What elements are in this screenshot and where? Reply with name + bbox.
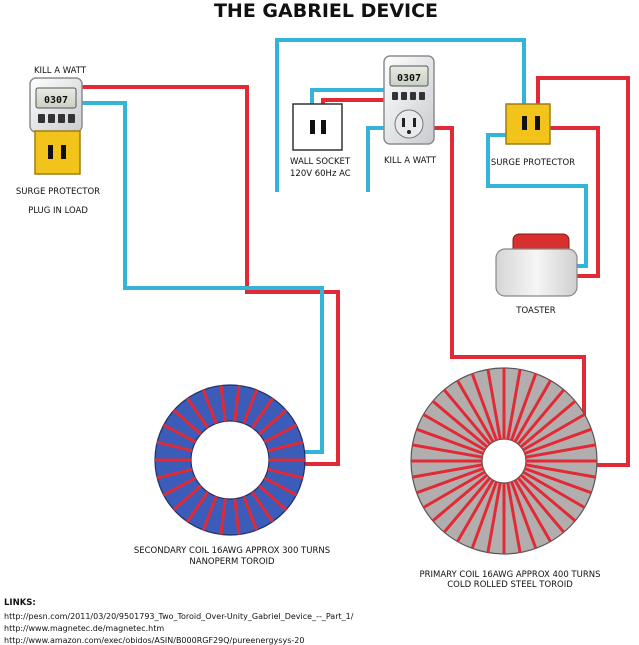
primary-coil-turns: [411, 368, 597, 554]
primary-coil-turn: [524, 427, 592, 455]
primary-toroid: [410, 367, 598, 555]
kill-a-watt-meter-center: 0307: [383, 55, 435, 145]
links-section: LINKS: http://pesn.com/2011/03/20/950179…: [4, 598, 353, 645]
wire-red-left: [80, 85, 340, 466]
secondary-coil-turn: [219, 498, 227, 535]
secondary-coil-turn: [250, 491, 274, 523]
primary-coil-turn: [443, 476, 492, 534]
secondary-coil-turn: [242, 495, 259, 531]
primary-coil-turn: [510, 481, 538, 549]
secondary-coil-turn: [263, 476, 298, 497]
primary-coil-turn: [486, 369, 502, 440]
primary-coil-turn: [412, 463, 483, 479]
secondary-coil-turn: [186, 397, 210, 429]
primary-coil-turn: [506, 369, 522, 440]
label-surge-protector-right: SURGE PROTECTOR: [491, 158, 575, 168]
meter-buttons: [38, 114, 75, 123]
primary-coil-turn: [431, 473, 489, 522]
label-plug-in-load: PLUG IN LOAD: [28, 206, 88, 216]
secondary-coil-turn: [172, 409, 202, 436]
primary-coil-turn: [431, 400, 489, 449]
secondary-coil-turn: [162, 423, 197, 444]
wire-red-primary-feed: [420, 126, 586, 445]
primary-coil-turn: [519, 473, 577, 522]
secondary-coil-turn: [233, 498, 241, 535]
label-wall-socket-voltage: 120V 60Hz AC: [290, 169, 351, 179]
primary-coil-turn: [506, 482, 522, 553]
secondary-coil-turn: [258, 484, 288, 511]
label-primary-core: COLD ROLLED STEEL TOROID: [447, 580, 573, 590]
primary-coil-turn: [416, 467, 484, 495]
wire-blue-top-loop: [275, 38, 526, 192]
page-title: THE GABRIEL DEVICE: [214, 0, 438, 22]
primary-coil-turn: [513, 379, 552, 443]
secondary-coil-turn: [250, 397, 274, 429]
primary-coil-turn: [470, 373, 498, 441]
primary-coil-turn: [456, 479, 495, 543]
primary-coil-turn: [513, 479, 552, 543]
secondary-coil-turn: [219, 385, 227, 422]
primary-coil-turn: [470, 481, 498, 549]
secondary-coil-turn: [172, 484, 202, 511]
toaster: [495, 233, 578, 297]
primary-coil-turn: [525, 463, 596, 479]
secondary-coil-turn: [242, 389, 259, 425]
secondary-coil-turn: [201, 495, 218, 531]
primary-coil-turn: [422, 470, 486, 509]
primary-coil-turn: [522, 413, 586, 452]
primary-coil-turn: [412, 443, 483, 459]
label-surge-protector-left: SURGE PROTECTOR: [16, 187, 100, 197]
secondary-coil-turn: [162, 476, 197, 497]
secondary-coil-turn: [233, 385, 241, 422]
primary-coil-turn: [524, 467, 592, 495]
secondary-coil-turn: [156, 467, 193, 480]
surge-protector-right: [505, 103, 551, 145]
secondary-coil-turn: [186, 491, 210, 523]
meter-display-center: 0307: [397, 73, 421, 84]
primary-coil-turn: [456, 379, 495, 443]
link-pesn[interactable]: http://pesn.com/2011/03/20/9501793_Two_T…: [4, 612, 354, 621]
primary-coil-turn: [516, 388, 565, 446]
secondary-coil-turn: [267, 440, 304, 453]
secondary-coil-turn: [156, 440, 193, 453]
primary-coil-turn: [486, 482, 502, 553]
primary-coil-turn: [443, 388, 492, 446]
secondary-toroid: [154, 384, 306, 536]
label-secondary-core: NANOPERM TOROID: [189, 557, 275, 567]
secondary-coil-turn: [201, 389, 218, 425]
label-kill-a-watt-left: KILL A WATT: [34, 66, 87, 76]
wire-red-right-top: [536, 76, 630, 467]
wire-blue-left: [80, 101, 324, 454]
label-primary-coil: PRIMARY COIL 16AWG APPROX 400 TURNS: [419, 570, 600, 580]
primary-coil-turn: [516, 476, 565, 534]
secondary-coil-turn: [258, 409, 288, 436]
wires: [80, 38, 630, 467]
label-kill-a-watt-center: KILL A WATT: [384, 156, 437, 166]
primary-coil-turn: [416, 427, 484, 455]
kill-a-watt-meter-left: 0307: [29, 77, 83, 133]
label-secondary-coil: SECONDARY COIL 16AWG APPROX 300 TURNS: [134, 546, 330, 556]
secondary-coil-turns: [155, 385, 305, 535]
link-amazon[interactable]: http://www.amazon.com/exec/obidos/ASIN/B…: [4, 636, 305, 645]
links-heading: LINKS:: [4, 598, 36, 608]
label-toaster: TOASTER: [515, 306, 556, 316]
primary-coil-turn: [519, 400, 577, 449]
gabriel-device-diagram: THE GABRIEL DEVICE 0307 KILL A WATT: [16, 0, 630, 590]
primary-coil-turn: [510, 373, 538, 441]
secondary-coil-turn: [263, 423, 298, 444]
wire-blue-toaster: [486, 133, 588, 268]
wall-socket: [292, 103, 343, 151]
primary-coil-turn: [525, 443, 596, 459]
primary-coil-turn: [522, 470, 586, 509]
primary-coil-turn: [422, 413, 486, 452]
meter-display: 0307: [44, 95, 68, 106]
label-wall-socket: WALL SOCKET: [290, 157, 351, 167]
secondary-coil-turn: [267, 467, 304, 480]
surge-protector-left: [34, 130, 81, 175]
